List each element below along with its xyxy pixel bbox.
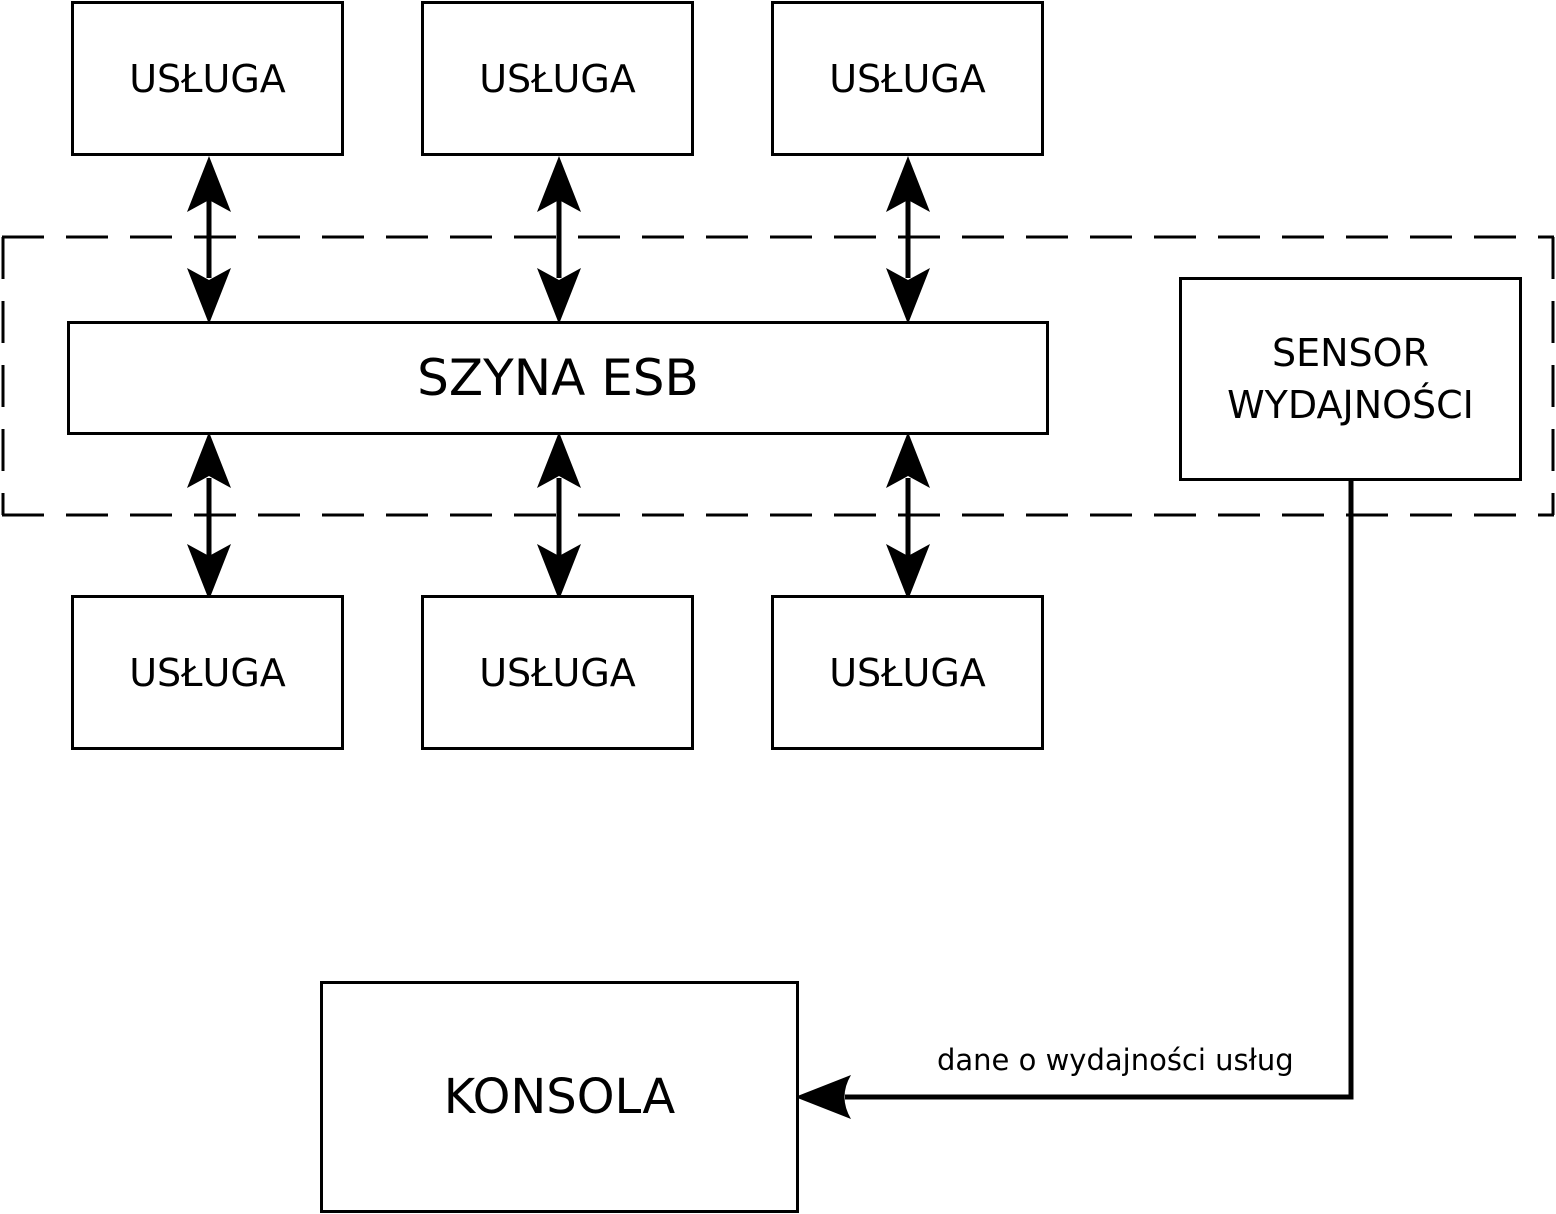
esb-boundary <box>1 235 1555 517</box>
arrow-top-1 <box>187 156 231 324</box>
service-label: USŁUGA <box>479 650 636 695</box>
service-label: USŁUGA <box>829 650 986 695</box>
sensor-label-line2: WYDAJNOŚCI <box>1227 383 1474 427</box>
service-box-top-2: USŁUGA <box>421 1 694 156</box>
edge-label-performance-data: dane o wydajności usług <box>937 1043 1294 1077</box>
performance-sensor-box: SENSOR WYDAJNOŚCI <box>1179 277 1522 481</box>
esb-bus-box: SZYNA ESB <box>67 321 1049 435</box>
arrow-bottom-2 <box>537 432 581 600</box>
service-label: USŁUGA <box>829 56 986 101</box>
service-label: USŁUGA <box>479 56 636 101</box>
service-label: USŁUGA <box>129 650 286 695</box>
service-box-bottom-3: USŁUGA <box>771 595 1044 750</box>
console-label: KONSOLA <box>443 1069 676 1125</box>
service-box-top-3: USŁUGA <box>771 1 1044 156</box>
arrow-top-2 <box>537 156 581 324</box>
service-label: USŁUGA <box>129 56 286 101</box>
arrow-bottom-1 <box>187 432 231 600</box>
sensor-to-console-arrow <box>795 479 1354 1119</box>
arrow-bottom-3 <box>886 432 930 600</box>
bus-label: SZYNA ESB <box>417 349 699 407</box>
service-box-bottom-2: USŁUGA <box>421 595 694 750</box>
arrow-top-3 <box>886 156 930 324</box>
sensor-label-line1: SENSOR <box>1272 331 1429 375</box>
console-box: KONSOLA <box>320 981 799 1213</box>
service-box-top-1: USŁUGA <box>71 1 344 156</box>
service-box-bottom-1: USŁUGA <box>71 595 344 750</box>
